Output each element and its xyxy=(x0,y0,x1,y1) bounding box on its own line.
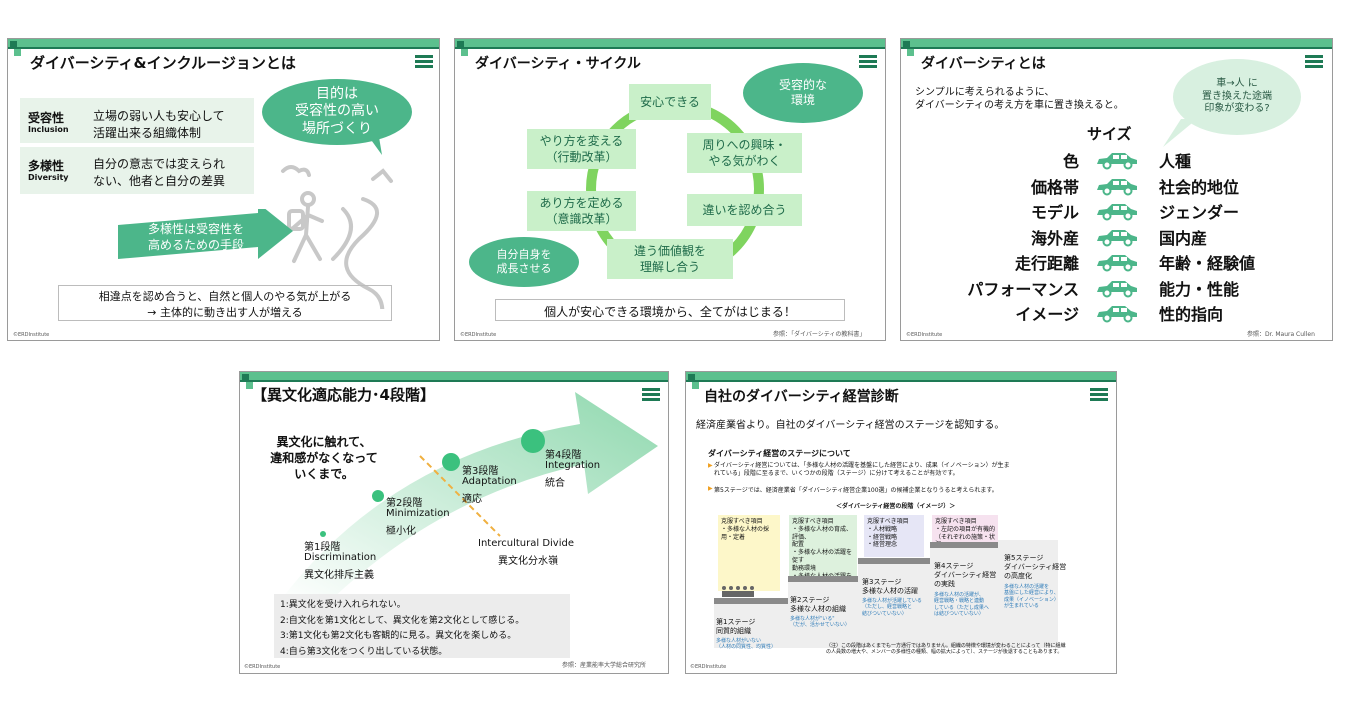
chart-title: ＜ダイバーシティ経営の段階（イメージ）＞ xyxy=(836,503,956,510)
cycle-step-mindset: あり方を定める （意識改革） xyxy=(527,191,636,231)
company-logo-icon xyxy=(415,55,433,69)
cycle-step-safe: 安心できる xyxy=(629,84,711,120)
car-attribute-label: 走行距離 xyxy=(1014,254,1079,273)
car-icon xyxy=(1097,306,1137,323)
speech-tail-icon xyxy=(1163,119,1197,147)
car-icon xyxy=(1097,204,1137,221)
car-attribute-label: 価格帯 xyxy=(1030,177,1079,197)
stage-list-item: 2:自文化を第1文化として、異文化を第2文化として感じる。 xyxy=(280,615,525,626)
slide-title: 【異文化適応能力･4段階】 xyxy=(252,386,435,404)
diversity-row xyxy=(20,147,254,194)
divide-label-jp: 異文化分水嶺 xyxy=(498,556,558,567)
stage-list-item: 3:第1文化も第2文化も客観的に見る。異文化を楽しめる。 xyxy=(280,631,517,641)
car-attribute-label: パフォーマンス xyxy=(967,279,1079,299)
person-attribute-label: 人種 xyxy=(1159,152,1192,171)
company-logo-icon xyxy=(1305,55,1323,69)
cycle-step-behavior: やり方を変える （行動改革） xyxy=(527,129,636,169)
slide-title: ダイバーシティとは xyxy=(921,56,1046,72)
car-to-person-bubble: 車→人 に 置き換えた途端 印象が変わる? xyxy=(1173,59,1301,135)
lead-text: 異文化に触れて、 違和感がなくなって いくまで。 xyxy=(270,435,378,482)
car-icon xyxy=(1097,153,1137,170)
person-attribute-label: 国内産 xyxy=(1159,228,1208,248)
car-attribute-label: イメージ xyxy=(1015,305,1079,324)
cycle-step-understand: 違う価値観を 理解し合う xyxy=(607,239,733,279)
footnote: （注）この段階はあくまでも一方通行ではありません。組織の特徴や環境が変わることに… xyxy=(826,643,1066,656)
inclusion-row xyxy=(20,98,254,143)
slide-diversity-cycle: ダイバーシティ・サイクル 安心できる 周りへの興味・ やる気がわく 違いを認め合… xyxy=(454,38,886,341)
slide-title: ダイバーシティ・サイクル xyxy=(475,56,641,72)
person-attribute-label: 性的指向 xyxy=(1159,305,1224,324)
slide-diversity-diagnosis: 自社のダイバーシティ経営診断 経済産業省より。自社のダイバーシティ経営のステージ… xyxy=(685,371,1117,674)
slide-title: 自社のダイバーシティ経営診断 xyxy=(704,389,899,405)
stage-list-item: 4:自ら第3文化をつくり出している状態。 xyxy=(280,646,448,657)
stage-staircase xyxy=(714,540,1058,648)
inclusion-label: 受容性 xyxy=(28,111,65,125)
reference: 参照：産業能率大学総合研究所 xyxy=(562,662,647,669)
copyright: ©ERDInstitute xyxy=(13,332,50,338)
diversity-label: 多様性 xyxy=(28,159,65,173)
growth-arrow xyxy=(280,392,658,601)
reference: 参照：「ダイバーシティの教科書」 xyxy=(773,331,866,338)
diversity-label-en: Diversity xyxy=(28,173,69,182)
car-icon xyxy=(1097,178,1137,195)
slide-diversity-cars: ダイバーシティとは シンプルに考えられるように、 ダイバーシティの考え方を車に置… xyxy=(900,38,1333,341)
bubble-environment: 受容的な 環境 xyxy=(743,63,863,123)
bubble-growth: 自分自身を 成長させる xyxy=(469,237,579,287)
company-logo-icon xyxy=(859,55,877,69)
stage-list-item: 1:異文化を受け入れられない。 xyxy=(280,600,406,610)
company-logo-icon xyxy=(1090,388,1108,402)
stage-list xyxy=(274,594,570,658)
slide-subtitle: 経済産業省より。自社のダイバーシティ経営のステージを認知する。 xyxy=(696,420,1005,431)
slide-title: ダイバーシティ&インクルージョンとは xyxy=(30,54,296,72)
arrow-shape xyxy=(118,209,293,259)
slide-diversity-inclusion: ダイバーシティ&インクルージョンとは 受容性 Inclusion 立場の弱い人も… xyxy=(7,38,440,341)
slide-intercultural-stages: 【異文化適応能力･4段階】 異文化に触れて、 違和感がなくなって いくまで。 第… xyxy=(239,371,669,674)
car-attribute-label: モデル xyxy=(1030,203,1079,222)
person-attribute-label: 社会的地位 xyxy=(1159,177,1240,197)
summary-box xyxy=(58,285,392,321)
car-attribute-label: 海外産 xyxy=(1030,228,1079,248)
cycle-step-interest: 周りへの興味・ やる気がわく xyxy=(687,133,802,173)
cycle-step-accept: 違いを認め合う xyxy=(687,194,802,226)
person-attribute-label: ジェンダー xyxy=(1159,203,1240,222)
arrow-text: 多様性は受容性を 高めるための手段 xyxy=(147,222,244,252)
reference: 参照：Dr. Maura Cullen xyxy=(1247,331,1315,338)
company-logo-icon xyxy=(642,388,660,402)
person-attribute-label: 能力・性能 xyxy=(1159,279,1240,299)
goal-bubble: 目的は 受容性の高い 場所づくり xyxy=(262,79,412,145)
size-header: サイズ xyxy=(1087,125,1132,143)
climbing-person-icon xyxy=(281,165,393,309)
slide-header-bar xyxy=(8,39,439,47)
divide-label-en: Intercultural Divide xyxy=(478,538,574,549)
car-icon xyxy=(1097,280,1137,297)
inclusion-label-en: Inclusion xyxy=(28,125,69,134)
person-attribute-label: 年齢・経験値 xyxy=(1159,254,1256,273)
car-icon xyxy=(1097,229,1137,246)
section-heading: ダイバーシティ経営のステージについて xyxy=(708,449,851,458)
summary-box xyxy=(495,299,845,321)
car-icon xyxy=(1097,255,1137,272)
car-attribute-label: 色 xyxy=(1062,152,1079,171)
